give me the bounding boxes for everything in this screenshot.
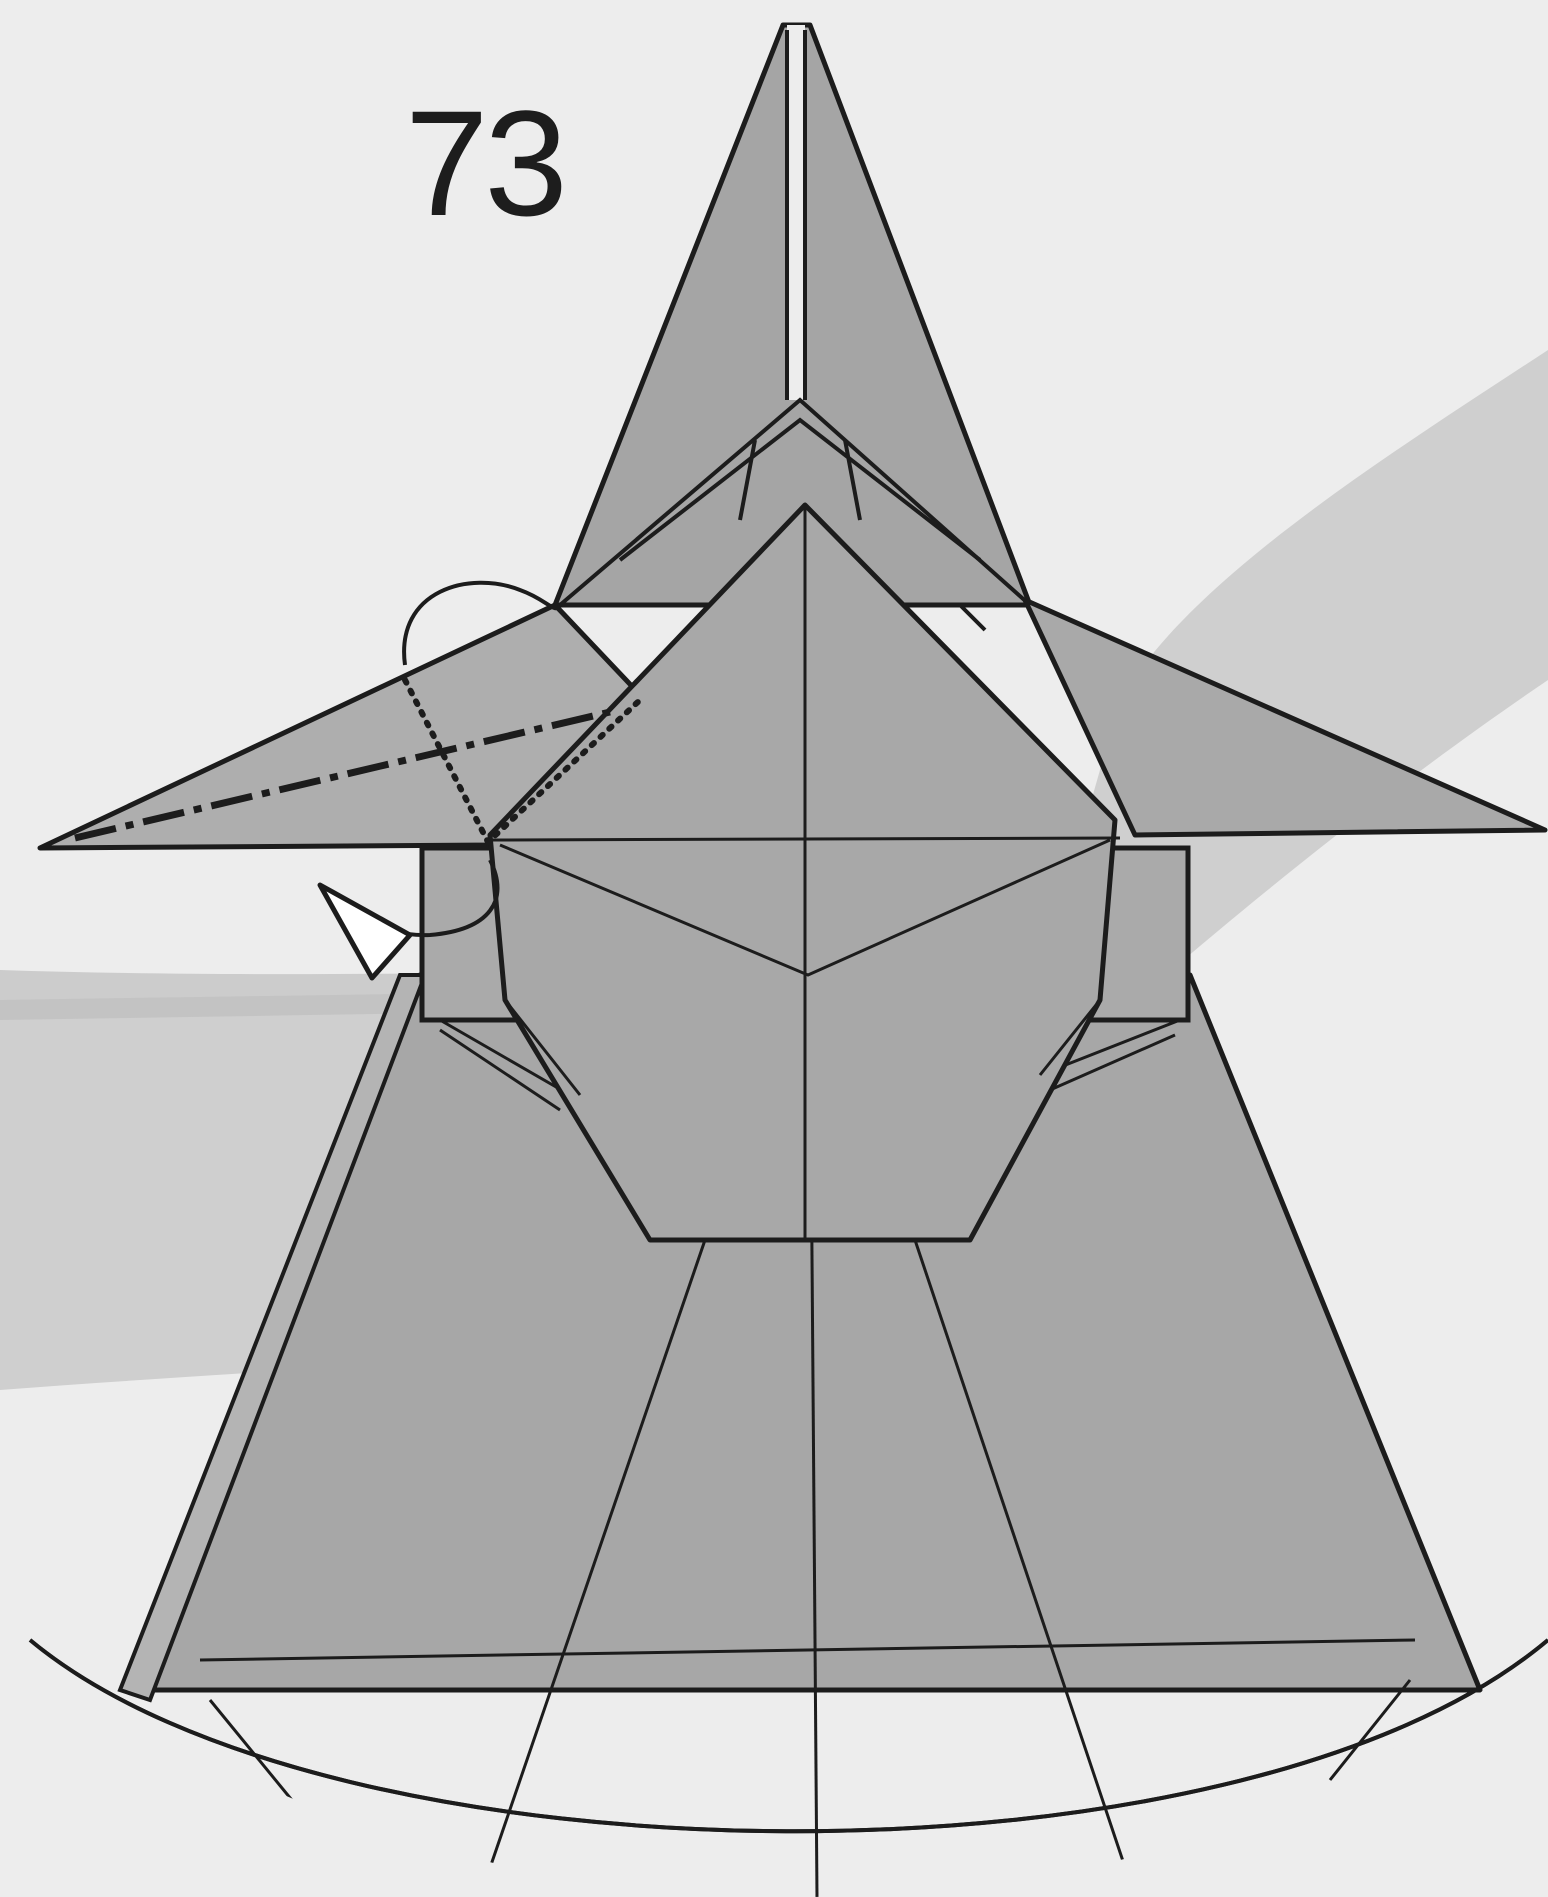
paper-head <box>490 505 1115 1240</box>
step-number: 73 <box>405 88 564 238</box>
fold-behind-arrow <box>320 885 410 978</box>
